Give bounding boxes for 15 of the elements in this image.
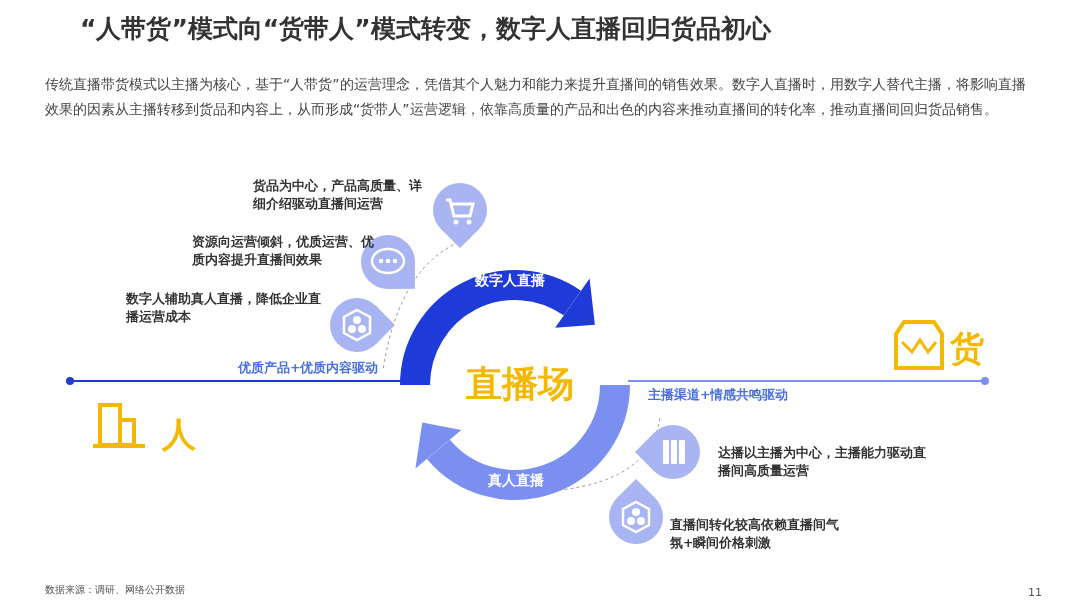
title: “人带货”模式向“货带人”模式转变，数字人直播回归货品初心 (80, 13, 771, 45)
callout-text: 资源向运营倾斜，优质运营、优质内容提升直播间效果 (192, 233, 375, 269)
page-number: 11 (1028, 586, 1042, 599)
arrow-label: 真人直播 (488, 472, 544, 490)
line-label: 优质产品+优质内容驱动 (238, 360, 379, 377)
callout-text: 直播间转化较高依赖直播间气氛+瞬间价格刺激 (670, 516, 840, 552)
center-label: 直播场 (466, 362, 574, 406)
callout-text: 数字人辅助真人直播，降低企业直播运营成本 (126, 290, 322, 326)
callout-text: 货品为中心，产品高质量、详细介绍驱动直播间运营 (253, 177, 423, 213)
callout-text: 达播以主播为中心，主播能力驱动直播间高质量运营 (718, 444, 927, 480)
heading-label: 货 (950, 327, 984, 370)
source-note: 数据来源：调研、网络公开数据 (45, 583, 185, 597)
heading-label: 人 (162, 413, 196, 456)
line-label: 主播渠道+情感共鸣驱动 (648, 387, 789, 404)
paragraph: 传统直播带货模式以主播为核心，基于“人带货”的运营理念，凭借其个人魅力和能力来提升直播间的销售效果。数字人直播时，用数字人替代主播，将影响直播效果的因素从主播转移到货品和内容上，从而形成“货带人”运营逻辑，依靠高质量的产品和出色的内容来推动直播间的转化率，推动直播间回归货品销售。 (45, 75, 1027, 119)
